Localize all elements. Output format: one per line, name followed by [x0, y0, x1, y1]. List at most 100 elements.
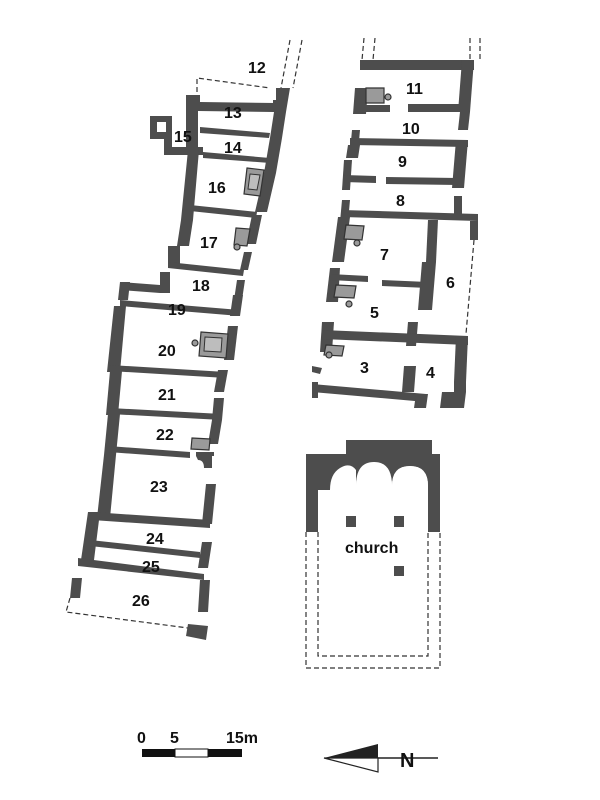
wall — [452, 140, 468, 188]
north-arrow-icon — [324, 744, 378, 758]
scale-segment — [174, 748, 209, 758]
wall — [240, 252, 252, 270]
wall — [408, 104, 466, 112]
room-label: 22 — [156, 427, 174, 444]
wall — [70, 578, 82, 598]
room-label: 5 — [370, 305, 379, 322]
church-apse-wall — [306, 440, 440, 532]
hearth-feature — [353, 239, 361, 247]
wall — [355, 105, 390, 112]
apse-niche — [392, 466, 428, 486]
scale-label-5: 5 — [170, 730, 179, 747]
hearth-feature — [345, 300, 353, 308]
hearth-feature — [233, 227, 251, 247]
wall — [198, 580, 210, 612]
wall — [322, 330, 468, 345]
dashed-wall — [292, 39, 303, 89]
hearth-feature — [203, 336, 223, 353]
room-labels: 12 13 15 14 16 17 18 19 20 21 22 23 24 2… — [132, 60, 455, 610]
wall — [255, 173, 276, 212]
wall — [200, 127, 270, 138]
hearth-feature — [190, 437, 211, 451]
pillar — [346, 516, 356, 527]
wall — [97, 455, 116, 518]
scale-segment — [208, 749, 242, 757]
dashed-wall — [372, 37, 376, 61]
dashed-wall — [305, 532, 441, 669]
wall — [386, 177, 458, 185]
wall — [458, 112, 470, 130]
pillar — [394, 566, 404, 576]
wall — [196, 452, 214, 456]
dashed-wall — [465, 239, 475, 335]
north-arrow-icon — [323, 757, 379, 773]
hearth-feature — [365, 87, 385, 104]
scale-label-15: 15m — [226, 730, 258, 747]
wall — [270, 112, 286, 138]
church-label: church — [345, 540, 398, 557]
wall — [186, 624, 208, 640]
hearth-feature — [233, 243, 241, 251]
wall — [312, 366, 322, 374]
room-label: 26 — [132, 593, 150, 610]
wall — [454, 336, 468, 382]
dashed-wall — [65, 597, 189, 629]
wall — [110, 365, 226, 378]
wall — [168, 262, 244, 276]
wall — [344, 175, 376, 183]
church-building — [305, 440, 441, 669]
room-label: 23 — [150, 479, 168, 496]
wall — [202, 484, 216, 524]
dashed-wall — [361, 37, 365, 61]
dashed-wall — [317, 532, 429, 657]
room-label: 6 — [446, 275, 455, 292]
wall — [454, 382, 466, 392]
wall — [350, 138, 468, 147]
wall — [246, 215, 262, 244]
oven-feature — [196, 454, 212, 468]
room-label: 24 — [146, 531, 164, 548]
wall — [330, 274, 368, 282]
room-label: 15 — [174, 129, 192, 146]
hearth-feature — [343, 224, 365, 241]
wall — [81, 512, 100, 560]
wall — [346, 145, 360, 158]
wall — [230, 295, 243, 316]
dashed-wall — [196, 77, 271, 100]
north-label: N — [400, 750, 414, 772]
wall — [402, 366, 416, 392]
room-label: 7 — [380, 247, 389, 264]
wall — [186, 126, 198, 150]
room-label: 16 — [208, 180, 226, 197]
room-label: 13 — [224, 105, 242, 122]
room-label: 8 — [396, 193, 405, 210]
scale-segment — [142, 749, 175, 757]
wall — [342, 210, 478, 221]
wall — [203, 152, 270, 163]
wall — [190, 205, 257, 218]
dashed-wall — [280, 39, 291, 89]
room-label: 4 — [426, 365, 435, 382]
hearth-feature — [325, 351, 333, 359]
wall — [107, 306, 126, 372]
wall — [120, 300, 240, 316]
wall — [177, 220, 193, 246]
apse-niche — [356, 462, 392, 486]
wall — [312, 384, 426, 402]
wall — [360, 60, 474, 70]
annex-opening — [157, 122, 166, 132]
room-label: 11 — [406, 81, 423, 98]
wall — [458, 60, 474, 112]
hearth-feature — [247, 173, 261, 191]
hearth-feature — [384, 93, 392, 101]
wall — [273, 88, 290, 112]
wall — [212, 398, 224, 420]
wall — [104, 414, 120, 455]
wall — [118, 282, 130, 300]
wall — [440, 392, 466, 408]
apse-niche — [338, 470, 356, 490]
hearth-feature — [333, 284, 357, 299]
wall — [198, 542, 212, 568]
wall — [470, 221, 478, 240]
hearth-feature — [191, 339, 199, 347]
